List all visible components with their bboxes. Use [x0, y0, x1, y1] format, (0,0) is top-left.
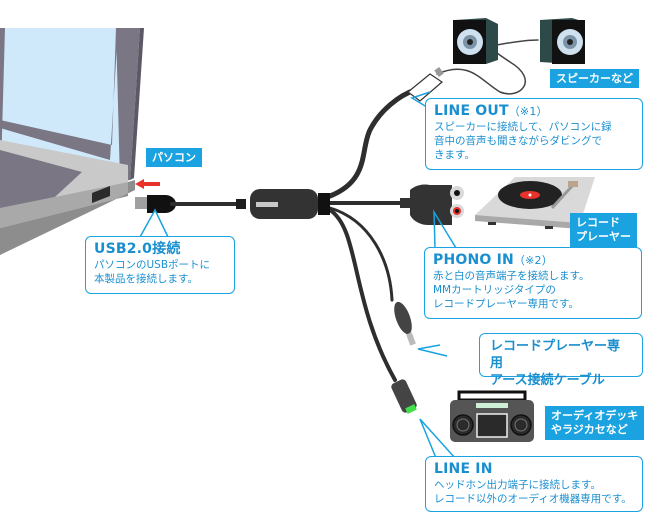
boombox-illustration: [450, 390, 534, 442]
usb-audio-adapter: [236, 189, 330, 219]
usb-line-1: パソコンのUSBポートに: [94, 259, 211, 271]
record-tag-line1: レコード: [576, 216, 620, 229]
record-player-tag: レコード プレーヤー: [570, 213, 637, 247]
phono-in-callout: PHONO IN（※2） 赤と白の音声端子を接続します。 MMカートリッジタイプ…: [424, 247, 642, 319]
line-in-callout: LINE IN ヘッドホン出力端子に接続します。 レコード以外のオーディオ機器専…: [425, 456, 643, 512]
laptop-illustration: [0, 28, 144, 255]
ground-line-1: レコードプレーヤー専用: [490, 339, 621, 371]
line-out-line-3: きます。: [434, 149, 475, 161]
usb-line-2: 本製品を接続します。: [94, 273, 198, 285]
phono-in-line-2: MMカートリッジタイプの: [433, 284, 556, 296]
line-in-plug: [391, 379, 417, 414]
deck-tag-line2: やラジカセなど: [551, 423, 628, 436]
line-in-line-2: レコード以外のオーディオ機器専用です。: [434, 493, 632, 505]
line-out-line-1: スピーカーに接続して、パソコンに録: [434, 121, 612, 133]
line-in-line-1: ヘッドホン出力端子に接続します。: [434, 479, 601, 491]
usb-plug: [135, 195, 176, 213]
pc-tag: パソコン: [146, 148, 202, 167]
line-out-title-text: LINE OUT: [434, 103, 509, 119]
line-out-line-2: 音中の音声も聞きながらダビングで: [434, 135, 602, 147]
line-out-callout: LINE OUT（※1） スピーカーに接続して、パソコンに録 音中の音声も聞きな…: [425, 98, 643, 170]
ground-line-2: アース接続ケーブル: [490, 373, 605, 388]
deck-tag-line1: オーディオデッキ: [551, 409, 639, 422]
line-out-note: （※1）: [508, 105, 548, 118]
usb-title: USB2.0接続: [94, 241, 181, 257]
phono-in-line-1: 赤と白の音声端子を接続します。: [433, 270, 590, 282]
audio-deck-tag: オーディオデッキ やラジカセなど: [545, 406, 645, 440]
ground-plug: [394, 301, 416, 346]
phono-in-title: PHONO IN（※2）: [433, 252, 633, 269]
phono-rca-plug: [400, 184, 464, 226]
callout-pointers: [139, 91, 457, 459]
speakers-illustration: [453, 18, 585, 64]
speaker-tag: スピーカーなど: [550, 69, 639, 88]
phono-in-note: （※2）: [513, 254, 553, 267]
record-tag-line2: プレーヤー: [576, 230, 631, 243]
cables: [170, 39, 539, 382]
line-out-plug: [407, 67, 444, 102]
usb-callout: USB2.0接続 パソコンのUSBポートに 本製品を接続します。: [85, 236, 235, 294]
phono-in-title-text: PHONO IN: [433, 252, 514, 268]
ground-cable-callout: レコードプレーヤー専用 アース接続ケーブル: [479, 333, 643, 388]
phono-in-line-3: レコードプレーヤー専用です。: [433, 298, 579, 310]
insert-arrow-icon: [135, 179, 160, 189]
line-out-title: LINE OUT（※1）: [434, 103, 634, 120]
turntable-illustration: [475, 177, 595, 229]
line-in-title: LINE IN: [434, 461, 493, 477]
